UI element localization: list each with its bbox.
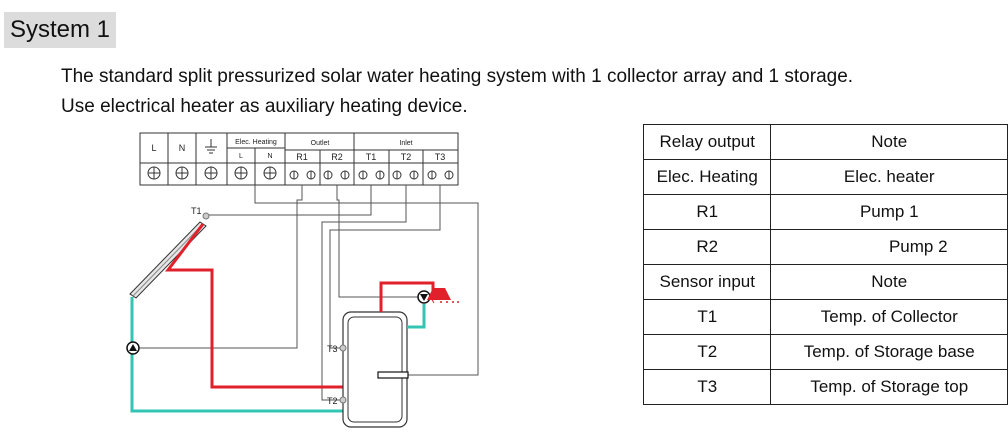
section-title: System 1	[4, 12, 117, 48]
storage-sensor-T3: T3	[327, 344, 347, 354]
terminal-block: L N Elec. Heating L N Outlet Inlet R1 R2…	[139, 132, 459, 186]
table-cell: Note	[770, 264, 1008, 300]
table-row: T3 Temp. of Storage top	[642, 369, 1008, 405]
table-cell: Pump 1	[770, 194, 1008, 230]
elec-heating-N-label: N	[267, 153, 272, 160]
table-row: R1 Pump 1	[642, 194, 1008, 230]
sensor-label-T3: T3	[327, 344, 338, 354]
table-cell: R2	[642, 229, 772, 265]
electric-heater	[377, 371, 409, 379]
terminal-label-T3: T3	[435, 152, 446, 162]
table-cell: Elec. Heating	[642, 159, 772, 195]
table-cell: Pump 2	[770, 229, 1008, 265]
collector-sensor-T1: T1	[191, 206, 210, 220]
terminal-label-R2: R2	[331, 152, 343, 162]
solar-collector	[129, 221, 207, 299]
sensor-label-T2: T2	[327, 396, 338, 406]
table-cell: T2	[642, 334, 772, 370]
relay-sensor-table: Relay output Note Elec. Heating Elec. he…	[642, 124, 1008, 405]
table-cell: T1	[642, 299, 772, 335]
table-cell: Temp. of Collector	[770, 299, 1008, 335]
storage-tank	[342, 311, 408, 428]
table-cell: T3	[642, 369, 772, 405]
table-cell: Sensor input	[642, 264, 772, 300]
ground-icon	[205, 139, 217, 154]
table-cell: Relay output	[642, 124, 772, 160]
dhw-cold-pipe	[407, 304, 426, 329]
table-row: Elec. Heating Elec. heater	[642, 159, 1008, 195]
table-cell: R1	[642, 194, 772, 230]
terminal-label-T1: T1	[366, 152, 377, 162]
table-cell: Elec. heater	[770, 159, 1008, 195]
storage-sensor-T2: T2	[327, 396, 347, 406]
terminal-screw-small	[289, 170, 454, 180]
terminal-label-T2: T2	[401, 152, 412, 162]
system-description: The standard split pressurized solar wat…	[61, 66, 854, 87]
solar-pump-icon	[126, 341, 140, 355]
table-header-row: Relay output Note	[642, 124, 1008, 160]
terminal-screw-large	[147, 166, 277, 180]
table-row: R2 Pump 2	[642, 229, 1008, 265]
system-wiring-diagram: L N Elec. Heating L N Outlet Inlet R1 R2…	[126, 132, 479, 428]
table-cell: Note	[770, 124, 1008, 160]
terminal-label-N: N	[179, 143, 186, 153]
table-header-row: Sensor input Note	[642, 264, 1008, 300]
outlet-label: Outlet	[311, 140, 330, 147]
terminal-label-L: L	[151, 143, 156, 153]
section-title-text: System 1	[10, 16, 111, 43]
elec-heating-label: Elec. Heating	[235, 139, 277, 146]
table-cell: Temp. of Storage top	[770, 369, 1008, 405]
elec-heating-L-label: L	[239, 153, 243, 160]
shower-head-icon	[427, 288, 459, 304]
inlet-label: Inlet	[399, 140, 412, 147]
auxiliary-heater-note: Use electrical heater as auxiliary heati…	[61, 96, 468, 117]
table-row: T1 Temp. of Collector	[642, 299, 1008, 335]
table-row: T2 Temp. of Storage base	[642, 334, 1008, 370]
terminal-label-R1: R1	[296, 152, 308, 162]
dhw-pump-icon	[417, 290, 431, 304]
table-cell: Temp. of Storage base	[770, 334, 1008, 370]
sensor-label-T1: T1	[191, 206, 202, 216]
control-wires	[134, 185, 479, 401]
